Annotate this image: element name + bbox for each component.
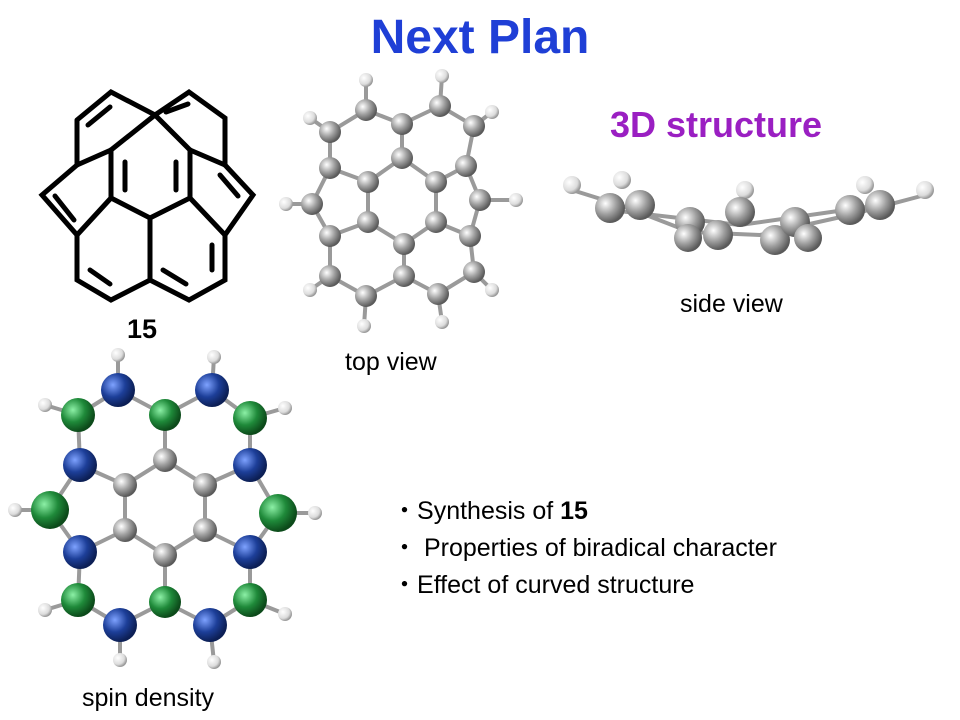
bullet-marker: ・: [392, 534, 418, 562]
bullet-text: Properties of biradical character: [417, 534, 777, 562]
label-top-view: top view: [345, 348, 437, 376]
bullet-list: ・Synthesis of 15 ・ Properties of biradic…: [392, 493, 777, 604]
bullet-marker: ・: [392, 571, 418, 599]
slide-title: Next Plan: [370, 11, 590, 64]
bullet-item: ・Effect of curved structure: [392, 567, 777, 604]
bullet-marker: ・: [392, 497, 418, 525]
bullet-text: Effect of curved structure: [417, 571, 695, 599]
bullet-item: ・ Properties of biradical character: [392, 530, 777, 567]
bullet-text: Synthesis of: [417, 497, 561, 525]
bullet-item: ・Synthesis of 15: [392, 493, 777, 530]
label-side-view: side view: [680, 290, 783, 318]
compound-number-15: 15: [127, 314, 158, 344]
subtitle-3d-structure: 3D structure: [610, 104, 823, 145]
bullet-compound-ref: 15: [560, 497, 588, 525]
label-spin-density: spin density: [82, 684, 215, 712]
